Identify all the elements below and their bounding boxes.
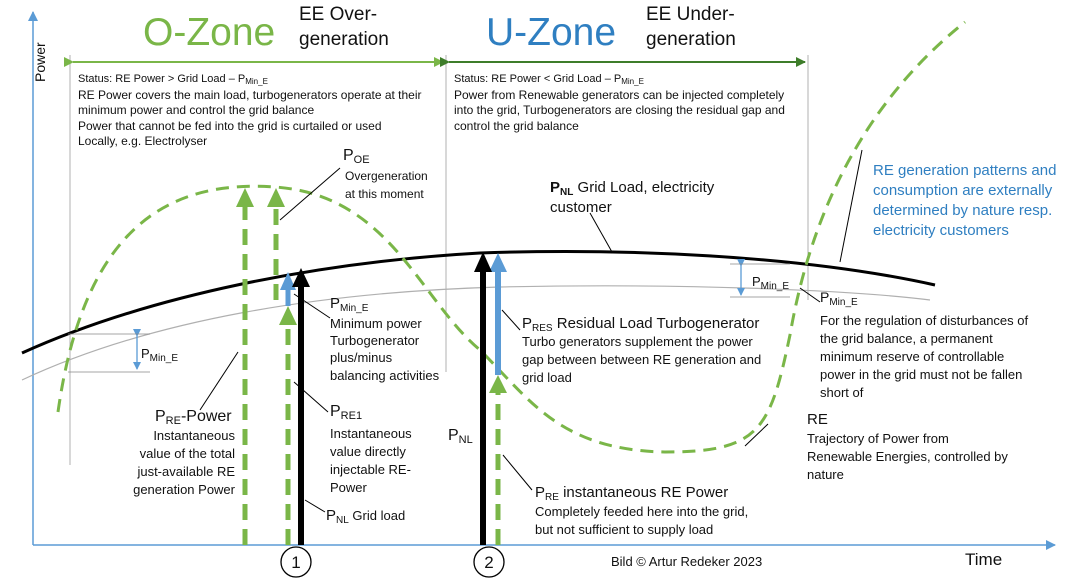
pre-power-line1: Instantaneous: [153, 428, 235, 443]
pre-inst-line1: Completely feeded here into the grid,: [535, 504, 748, 519]
pre-inst-line2: but not sufficient to supply load: [535, 522, 713, 537]
u-zone-desc-2: into the grid, Turbogenerators are closi…: [454, 103, 785, 117]
re-traj-title: RE: [807, 411, 828, 428]
re-patterns-line3: determined by nature resp.: [873, 202, 1052, 219]
pnl-mid-black-arrow: [474, 252, 492, 545]
pre-inst-leader: [502, 454, 533, 491]
o-zone-desc-3: Power that cannot be fed into the grid i…: [78, 119, 382, 133]
pnl-mid-label: PNL: [448, 427, 473, 446]
grid-load-curve: [21, 250, 936, 355]
pmin-e-right-small-label: PMin_E: [752, 274, 789, 292]
poe-label: POE: [343, 147, 370, 166]
re-traj-line2: Renewable Energies, controlled by: [807, 449, 1008, 464]
re-patterns-line1: RE generation patterns and: [873, 162, 1056, 179]
re-traj-line1: Trajectory of Power from: [807, 431, 949, 446]
o-zone-title: O-Zone: [143, 11, 275, 54]
pnl-left-black-arrow: [292, 268, 310, 545]
pre1-line1: Instantaneous: [330, 426, 412, 441]
pres-leader: [501, 309, 521, 331]
u-zone-title: U-Zone: [486, 11, 616, 54]
svg-text:2: 2: [484, 553, 493, 572]
pmin-e-mid-line4: balancing activities: [330, 368, 440, 383]
poe-line2: at this moment: [345, 187, 424, 201]
u-zone-ee-line2: generation: [646, 29, 736, 50]
x-axis-label: Time: [965, 550, 1002, 569]
pnl-left-label: PNL Grid load: [326, 507, 405, 526]
pre-power-leader: [199, 351, 239, 411]
o-zone-status: Status: RE Power > Grid Load – PMin_E: [78, 73, 268, 86]
pre-inst-label: PRE instantaneous RE Power: [535, 484, 728, 503]
pre1-line3: injectable RE-: [330, 462, 411, 477]
marker-2: 2: [473, 546, 505, 578]
re-traj-leader: [744, 423, 769, 447]
grid-load-leader: [589, 212, 613, 253]
pmin-e-right-line1: For the regulation of disturbances of: [820, 313, 1029, 328]
pmin-e-mid-leader: [293, 293, 331, 319]
pre1-leader: [293, 381, 329, 413]
y-axis-label: Power: [32, 42, 48, 82]
pre-power-line4: generation Power: [133, 482, 236, 497]
credit: Bild © Artur Redeker 2023: [611, 554, 762, 569]
o-zone-ee-line2: generation: [299, 29, 389, 50]
pmin-e-blue-arrow: [280, 272, 296, 306]
pres-line3: grid load: [522, 370, 572, 385]
pnl-grid-load-line2: customer: [550, 199, 612, 216]
pmin-e-right-line5: short of: [820, 385, 864, 400]
pmin-e-right-line4: power in the grid must not be fallen: [820, 367, 1022, 382]
pre-power-line3: just-available RE: [136, 464, 235, 479]
o-zone-desc-1: RE Power covers the main load, turbogene…: [78, 88, 422, 102]
u-zone-status: Status: RE Power < Grid Load – PMin_E: [454, 73, 644, 86]
pre-inst-dashed-arrow: [489, 375, 507, 545]
pres-blue-arrow: [489, 253, 507, 375]
pnl-left-leader: [304, 499, 326, 513]
re-traj-line3: nature: [807, 467, 844, 482]
pmin-e-mid-line2: Turbogenerator: [330, 333, 420, 348]
re-patterns-line2: consumption are externally: [873, 182, 1053, 199]
o-zone-desc-4: Locally, e.g. Electrolyser: [78, 134, 207, 148]
pnl-grid-load-label: PNL Grid Load, electricity: [550, 179, 715, 198]
pre-power-line2: value of the total: [140, 446, 236, 461]
pres-line2: gap between between RE generation and: [522, 352, 761, 367]
pre1-label: PRE1: [330, 403, 362, 422]
pres-label: PRES Residual Load Turbogenerator: [522, 315, 759, 334]
marker-1: 1: [280, 546, 312, 578]
re-patterns-leader: [839, 149, 863, 263]
pre1-line2: value directly: [330, 444, 406, 459]
o-zone-desc-2: minimum power and control the grid balan…: [78, 103, 314, 117]
pre1-dashed-arrow: [279, 306, 297, 545]
poe-dashed-arrow: [267, 188, 285, 300]
u-zone-desc-1: Power from Renewable generators can be i…: [454, 88, 784, 102]
pre-power-dashed-arrow: [236, 188, 254, 545]
u-zone-desc-3: control the grid balance: [454, 119, 579, 133]
pmin-e-mid-line1: Minimum power: [330, 316, 422, 331]
svg-text:1: 1: [291, 553, 300, 572]
pmin-e-mid-label: PMin_E: [330, 295, 369, 314]
pmin-e-right-line2: the grid balance, a permanent: [820, 331, 993, 346]
pmin-e-mid-line3: plus/minus: [330, 350, 393, 365]
pmin-e-right-leader: [799, 287, 821, 303]
pres-line1: Turbo generators supplement the power: [522, 334, 753, 349]
pmin-e-right-label: PMin_E: [820, 289, 858, 308]
pmin-e-left-label: PMin_E: [141, 346, 178, 364]
pmin-e-right-line3: minimum reserve of controllable: [820, 349, 1004, 364]
minimum-reserve-curve: [21, 285, 931, 381]
poe-leader: [279, 167, 341, 221]
o-zone-ee-line1: EE Over-: [299, 4, 377, 25]
poe-line1: Overgeneration: [345, 169, 428, 183]
pre1-line4: Power: [330, 480, 368, 495]
u-zone-ee-line1: EE Under-: [646, 4, 735, 25]
pre-power-label: PRE-Power: [155, 408, 232, 427]
re-patterns-line4: electricity customers: [873, 222, 1009, 239]
re-power-curve: [56, 20, 966, 454]
